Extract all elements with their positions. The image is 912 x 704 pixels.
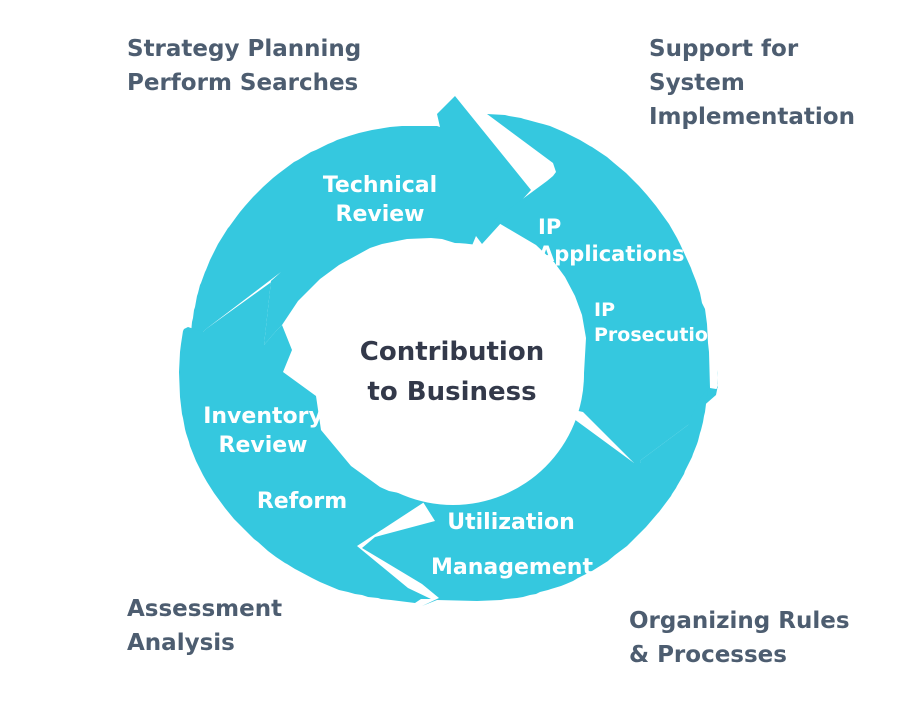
ring-segment-bottom-left [179, 274, 431, 603]
ring-segment-top-left [191, 96, 531, 345]
center-title-line: to Business [367, 377, 537, 407]
corner-line: Support for [649, 36, 799, 62]
ring-segment-top-right [487, 114, 718, 463]
ring-center-hole [322, 243, 584, 505]
segment-label-inventory-review: Inventory Review [196, 403, 330, 460]
ring-segment-bottom-right [362, 385, 709, 606]
segment-label-ip-applications: IP Applications [538, 214, 684, 269]
corner-line: Perform Searches [127, 70, 359, 96]
corner-label-organizing: Organizing Rules & Processes [629, 604, 850, 672]
segment-label-technical-review: Technical Review [300, 172, 460, 229]
segment-line: Review [335, 201, 425, 227]
corner-line: System [649, 70, 745, 96]
corner-line: Assessment [127, 596, 283, 622]
corner-line: & Processes [629, 642, 787, 668]
center-title-line: Contribution [359, 337, 545, 367]
segment-line: Review [218, 432, 308, 458]
corner-line: Implementation [649, 104, 855, 130]
segment-line: IP [538, 215, 562, 239]
segment-label-reform: Reform [256, 489, 348, 514]
segment-label-utilization: Utilization [447, 510, 575, 535]
corner-line: Strategy Planning [127, 36, 362, 62]
segment-line: Prosecution [594, 323, 722, 346]
segment-label-ip-prosecution: IP Prosecution [594, 298, 722, 347]
corner-label-strategy: Strategy Planning Perform Searches [127, 32, 361, 100]
corner-label-support: Support for System Implementation [649, 32, 855, 134]
segment-line: Technical [322, 173, 438, 198]
corner-line: Organizing Rules [629, 608, 850, 634]
segment-line: IP [594, 299, 615, 321]
segment-line: Inventory [203, 404, 323, 429]
segment-label-management: Management [431, 555, 593, 580]
center-title: Contribution to Business [322, 332, 582, 412]
corner-line: Analysis [127, 630, 235, 656]
segment-line: Applications [538, 242, 685, 267]
corner-label-assessment: Assessment Analysis [127, 592, 282, 660]
